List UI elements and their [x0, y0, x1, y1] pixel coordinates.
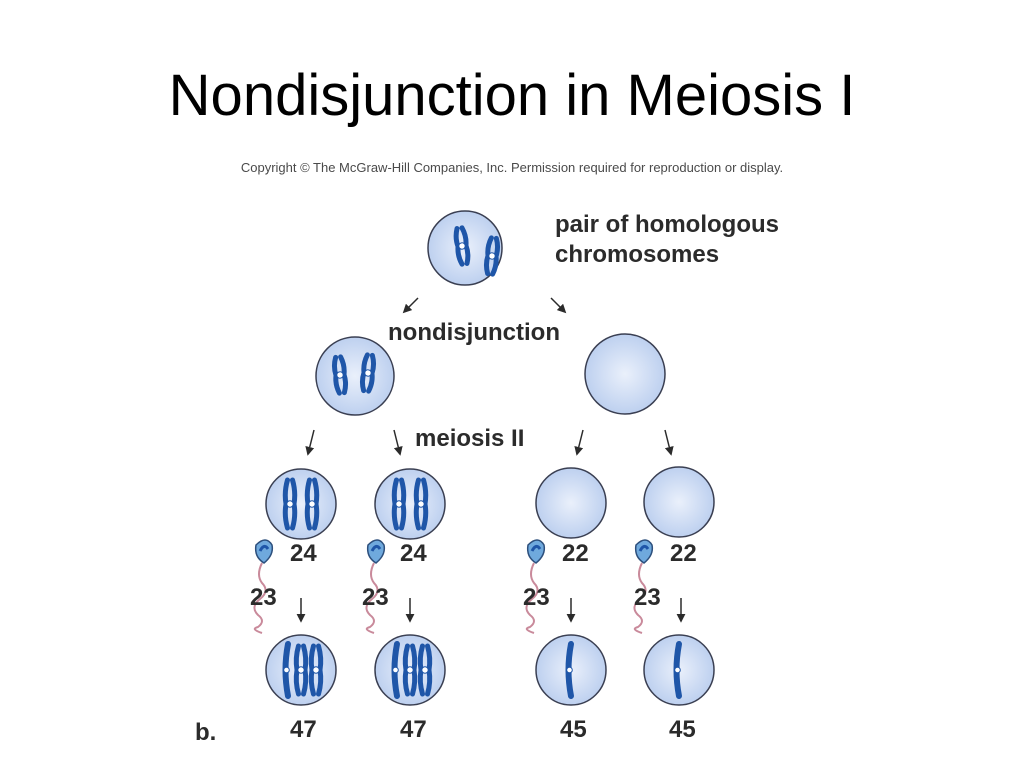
meiosis-ii-label: meiosis II: [415, 425, 524, 452]
egg-cell-1: [265, 468, 337, 540]
nondisjunction-label: nondisjunction: [388, 319, 560, 346]
zygote-count-3: 45: [560, 716, 587, 743]
zygote-count-1: 47: [290, 716, 317, 743]
copyright-notice: Copyright © The McGraw-Hill Companies, I…: [240, 160, 784, 175]
zygote-cell-1: [265, 634, 337, 706]
arrow-icon: [393, 429, 403, 456]
sperm-count-1: 23: [250, 584, 277, 611]
sperm-count-3: 23: [523, 584, 550, 611]
egg-count-2: 24: [400, 540, 427, 567]
egg-cell-3: [535, 467, 607, 539]
homologous-label-line1: pair of homologous: [555, 211, 779, 238]
egg-count-3: 22: [562, 540, 589, 567]
daughter-cell-right: [584, 333, 666, 415]
sperm-count-2: 23: [362, 584, 389, 611]
homologous-label-line2: chromosomes: [555, 241, 719, 268]
zygote-cell-4: [643, 634, 715, 706]
slide-title: Nondisjunction in Meiosis I: [168, 63, 856, 128]
zygote-cell-2: [374, 634, 446, 706]
zygote-cell-3: [535, 634, 607, 706]
panel-label: b.: [195, 719, 216, 746]
sperm-count-4: 23: [634, 584, 661, 611]
egg-cell-2: [374, 468, 446, 540]
egg-count-1: 24: [290, 540, 317, 567]
daughter-cell-left: [315, 336, 395, 416]
egg-cell-4: [643, 466, 715, 538]
arrow-icon: [402, 297, 419, 314]
arrow-icon: [574, 429, 584, 456]
zygote-count-2: 47: [400, 716, 427, 743]
zygote-count-4: 45: [669, 716, 696, 743]
arrow-icon: [305, 429, 315, 456]
arrow-icon: [664, 429, 674, 456]
egg-count-4: 22: [670, 540, 697, 567]
parent-cell: [427, 210, 503, 286]
arrow-icon: [550, 297, 567, 314]
